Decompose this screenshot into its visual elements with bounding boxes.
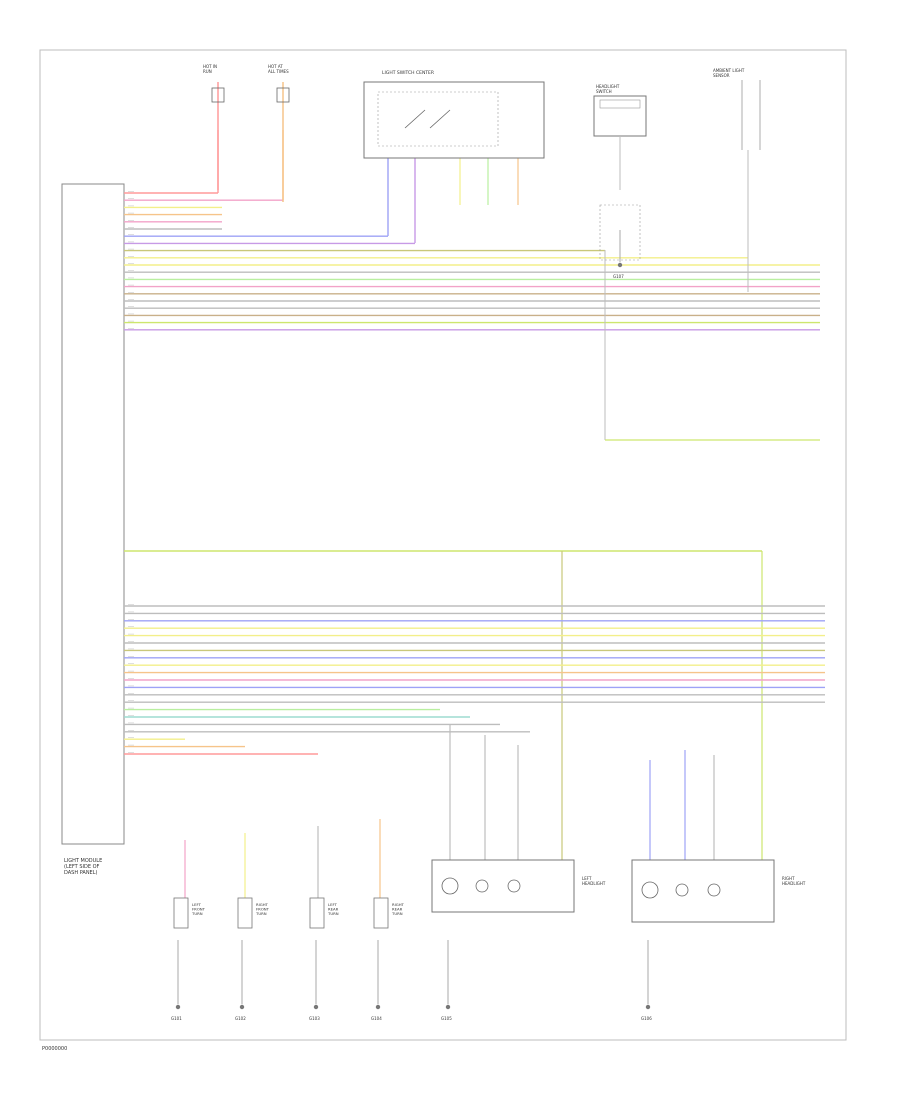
ground-label-6: G106: [641, 1016, 652, 1021]
light-switch-module: LIGHT SWITCH CENTER: [363, 70, 545, 159]
connector-ticks-group: [128, 191, 134, 753]
ground-symbol-6: [645, 1004, 651, 1010]
ground-label-2: G102: [235, 1016, 246, 1021]
ground-symbol-1: [175, 1004, 181, 1010]
ground-label-4: G104: [371, 1016, 382, 1021]
ground-label-3: G103: [309, 1016, 320, 1021]
ground-symbol-3: [313, 1004, 319, 1010]
diagram-frame: [39, 49, 847, 1041]
ground-label-7: G107: [613, 274, 624, 279]
ground-label-1: G101: [171, 1016, 182, 1021]
grounds-group: G101 G102 G103 G104 G105 G106 G107: [171, 230, 652, 1021]
ground-label-5: G105: [441, 1016, 452, 1021]
wires-bottom-group: [124, 550, 825, 898]
ground-symbol-5: [445, 1004, 451, 1010]
ground-symbol-4: [375, 1004, 381, 1010]
ground-symbol-7: [617, 262, 623, 268]
wires-top-group: [124, 130, 820, 441]
ground-symbol-2: [239, 1004, 245, 1010]
light-module-box: [61, 183, 125, 845]
switch-module-label: LIGHT SWITCH CENTER: [382, 70, 434, 76]
footer-code: P0000000: [42, 1046, 67, 1052]
